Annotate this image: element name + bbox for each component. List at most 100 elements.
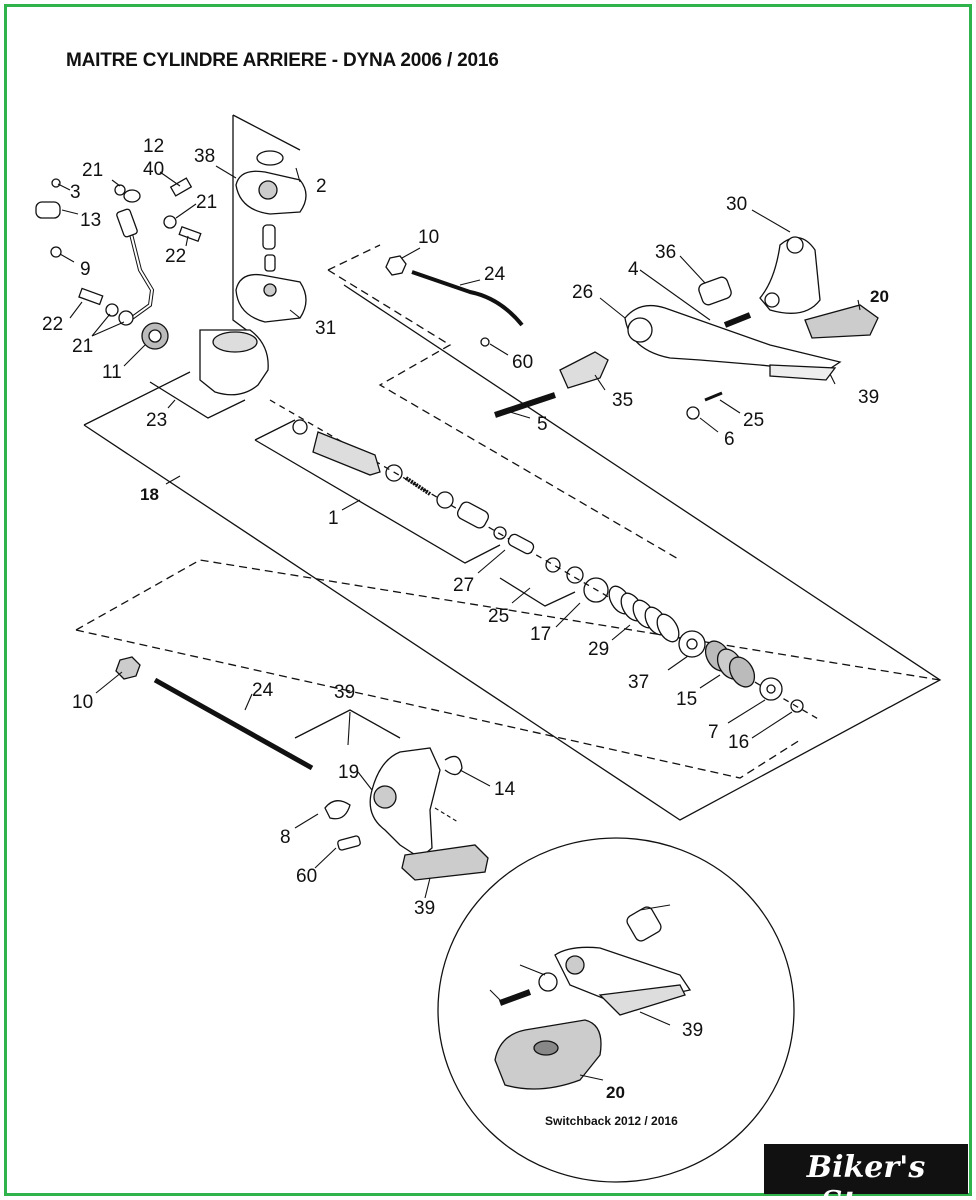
diagram-title: MAITRE CYLINDRE ARRIERE - DYNA 2006 / 20…	[66, 50, 499, 71]
green-frame	[4, 4, 972, 1196]
washer-25	[545, 557, 561, 573]
inset-spacer	[626, 906, 662, 942]
callout-25: 25	[743, 410, 764, 431]
callout-10: 10	[418, 227, 439, 248]
footpad-39c	[401, 844, 489, 881]
bikers-store-logo: Biker's Store	[764, 1144, 968, 1200]
washer-37-hole	[686, 638, 698, 650]
callouts: 12 40 38 21 3 2 21 13 22 9 22 21 31 11 2…	[42, 136, 889, 1102]
nut-10-lower	[115, 656, 141, 680]
retaining-ring-25	[566, 566, 584, 584]
callout-19: 19	[338, 762, 359, 783]
callout-18: 18	[140, 485, 159, 504]
washer-7-hole	[766, 684, 776, 694]
inset-pivot	[565, 955, 585, 975]
screw-3	[51, 178, 61, 188]
bracket-23	[149, 381, 246, 419]
callout-20: 20	[606, 1083, 625, 1102]
banjo-fitting	[116, 208, 138, 238]
group-outline-pedal	[327, 244, 681, 561]
washer-9	[50, 246, 62, 258]
callout-3: 3	[70, 182, 81, 203]
callout-12: 12	[143, 136, 164, 157]
callout-22: 22	[42, 314, 63, 335]
pin-60b	[337, 835, 361, 851]
callout-21: 21	[196, 192, 217, 213]
callout-35: 35	[612, 390, 633, 411]
callout-17: 17	[530, 624, 551, 645]
inset-ellipse	[437, 837, 795, 1183]
cup-1	[456, 501, 490, 529]
callout-21: 21	[82, 160, 103, 181]
reservoir-body	[235, 273, 307, 323]
bolt-5	[494, 392, 556, 418]
boot-15	[704, 640, 756, 688]
clip-8	[324, 800, 351, 820]
inset-bolt	[498, 989, 532, 1006]
callout-39: 39	[414, 898, 435, 919]
callout-27: 27	[453, 575, 474, 596]
piston	[312, 431, 381, 476]
pivot-19	[373, 785, 397, 809]
pin-60a	[480, 337, 490, 347]
bolt-4	[723, 312, 752, 328]
callout-4: 4	[628, 259, 639, 280]
clip-13	[35, 201, 61, 219]
callout-23: 23	[146, 410, 167, 431]
callout-2: 2	[316, 176, 327, 197]
pin-25a	[704, 391, 723, 402]
o-ring-1a	[292, 419, 308, 435]
clevis-35	[559, 351, 609, 389]
callout-20: 20	[870, 287, 889, 306]
inset-caption: Switchback 2012 / 2016	[545, 1114, 678, 1128]
washer-21d	[118, 310, 134, 326]
inset-plate-39d	[598, 984, 686, 1016]
o-ring-1b	[385, 464, 403, 482]
nut-10-upper	[385, 255, 407, 276]
reservoir-port	[263, 283, 277, 297]
leader-lines	[57, 165, 861, 1081]
float-tube	[262, 224, 276, 250]
seal-1	[436, 491, 454, 509]
pedal-39b	[369, 747, 441, 859]
bracket-39b	[294, 709, 401, 739]
callout-36: 36	[655, 242, 676, 263]
pushrod-27	[507, 533, 535, 555]
callout-14: 14	[494, 779, 516, 800]
retaining-ring-16	[790, 699, 804, 713]
washer-6	[686, 406, 700, 420]
callout-40: 40	[143, 159, 164, 180]
spacer-36	[698, 276, 732, 306]
banjo-ring	[123, 189, 141, 203]
lever-hole-a	[786, 236, 804, 254]
callout-11: 11	[102, 362, 122, 383]
master-cylinder-bore	[212, 331, 258, 353]
callout-29: 29	[588, 639, 609, 660]
pedal-plate-39a	[769, 364, 837, 381]
callout-21: 21	[72, 336, 93, 357]
callout-37: 37	[628, 672, 649, 693]
washer-21a	[114, 184, 126, 196]
bolt-22b	[78, 287, 104, 306]
spring-1	[404, 476, 432, 496]
callout-60: 60	[296, 866, 317, 887]
o-ring-1c	[493, 526, 507, 540]
inset-emblem	[533, 1040, 559, 1056]
pedal-arm-26	[624, 304, 842, 373]
callout-39: 39	[858, 387, 879, 408]
lever-hole-b	[764, 292, 780, 308]
callout-10: 10	[72, 692, 93, 713]
callout-22: 22	[165, 246, 186, 267]
cap-boss	[258, 180, 278, 200]
float-pin	[264, 254, 276, 272]
callout-5: 5	[537, 414, 548, 435]
clip-14	[444, 755, 463, 776]
callout-38: 38	[194, 146, 215, 167]
callout-6: 6	[724, 429, 735, 450]
callout-60: 60	[512, 352, 533, 373]
logo-text: Biker's Store	[806, 1150, 926, 1200]
return-spring-29	[608, 585, 680, 643]
rod-24-upper	[411, 270, 524, 327]
